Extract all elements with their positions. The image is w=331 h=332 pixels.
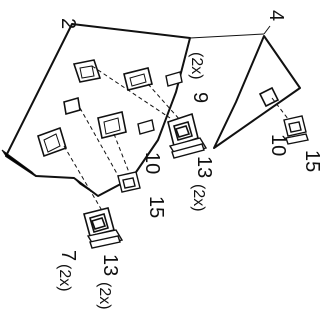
small-part-right xyxy=(283,115,309,145)
panel-2-window-details xyxy=(43,65,147,153)
callout-10-right-number: 10 xyxy=(267,134,289,156)
label-part-4: 4 xyxy=(265,10,287,21)
window-unit-7-frame xyxy=(86,229,124,249)
panel-4-window xyxy=(258,86,280,108)
window-unit-7 xyxy=(83,207,115,237)
panel-2-tabs xyxy=(137,71,183,135)
callout-13-bottom-number: 13 xyxy=(99,254,121,276)
callout-13-bottom-qty: (2x) xyxy=(96,282,113,310)
callout-10-mid-number: 10 xyxy=(141,152,163,174)
callout-9-number: 9 xyxy=(189,92,211,103)
callout-9-qty: (2x) xyxy=(188,52,205,80)
panel-2-edge-hatching xyxy=(1,149,99,197)
small-part-upper xyxy=(117,171,141,193)
callout-15-mid-number: 15 xyxy=(145,196,167,218)
assembly-guide-lines xyxy=(63,65,293,215)
callout-13-top-qty: (2x) xyxy=(190,184,207,212)
callout-7-number: 7 xyxy=(57,250,79,261)
window-unit-9-frame xyxy=(168,137,208,159)
callout-13-top-number: 13 xyxy=(193,156,215,178)
window-unit-9 xyxy=(167,112,199,148)
label-part-2: 2 xyxy=(57,18,79,29)
callout-7-qty: (2x) xyxy=(56,264,73,292)
panel-4-outline xyxy=(213,35,301,149)
leader-lines xyxy=(189,25,271,39)
callout-15-right-number: 15 xyxy=(301,150,323,172)
panel-2-windows xyxy=(37,59,153,158)
